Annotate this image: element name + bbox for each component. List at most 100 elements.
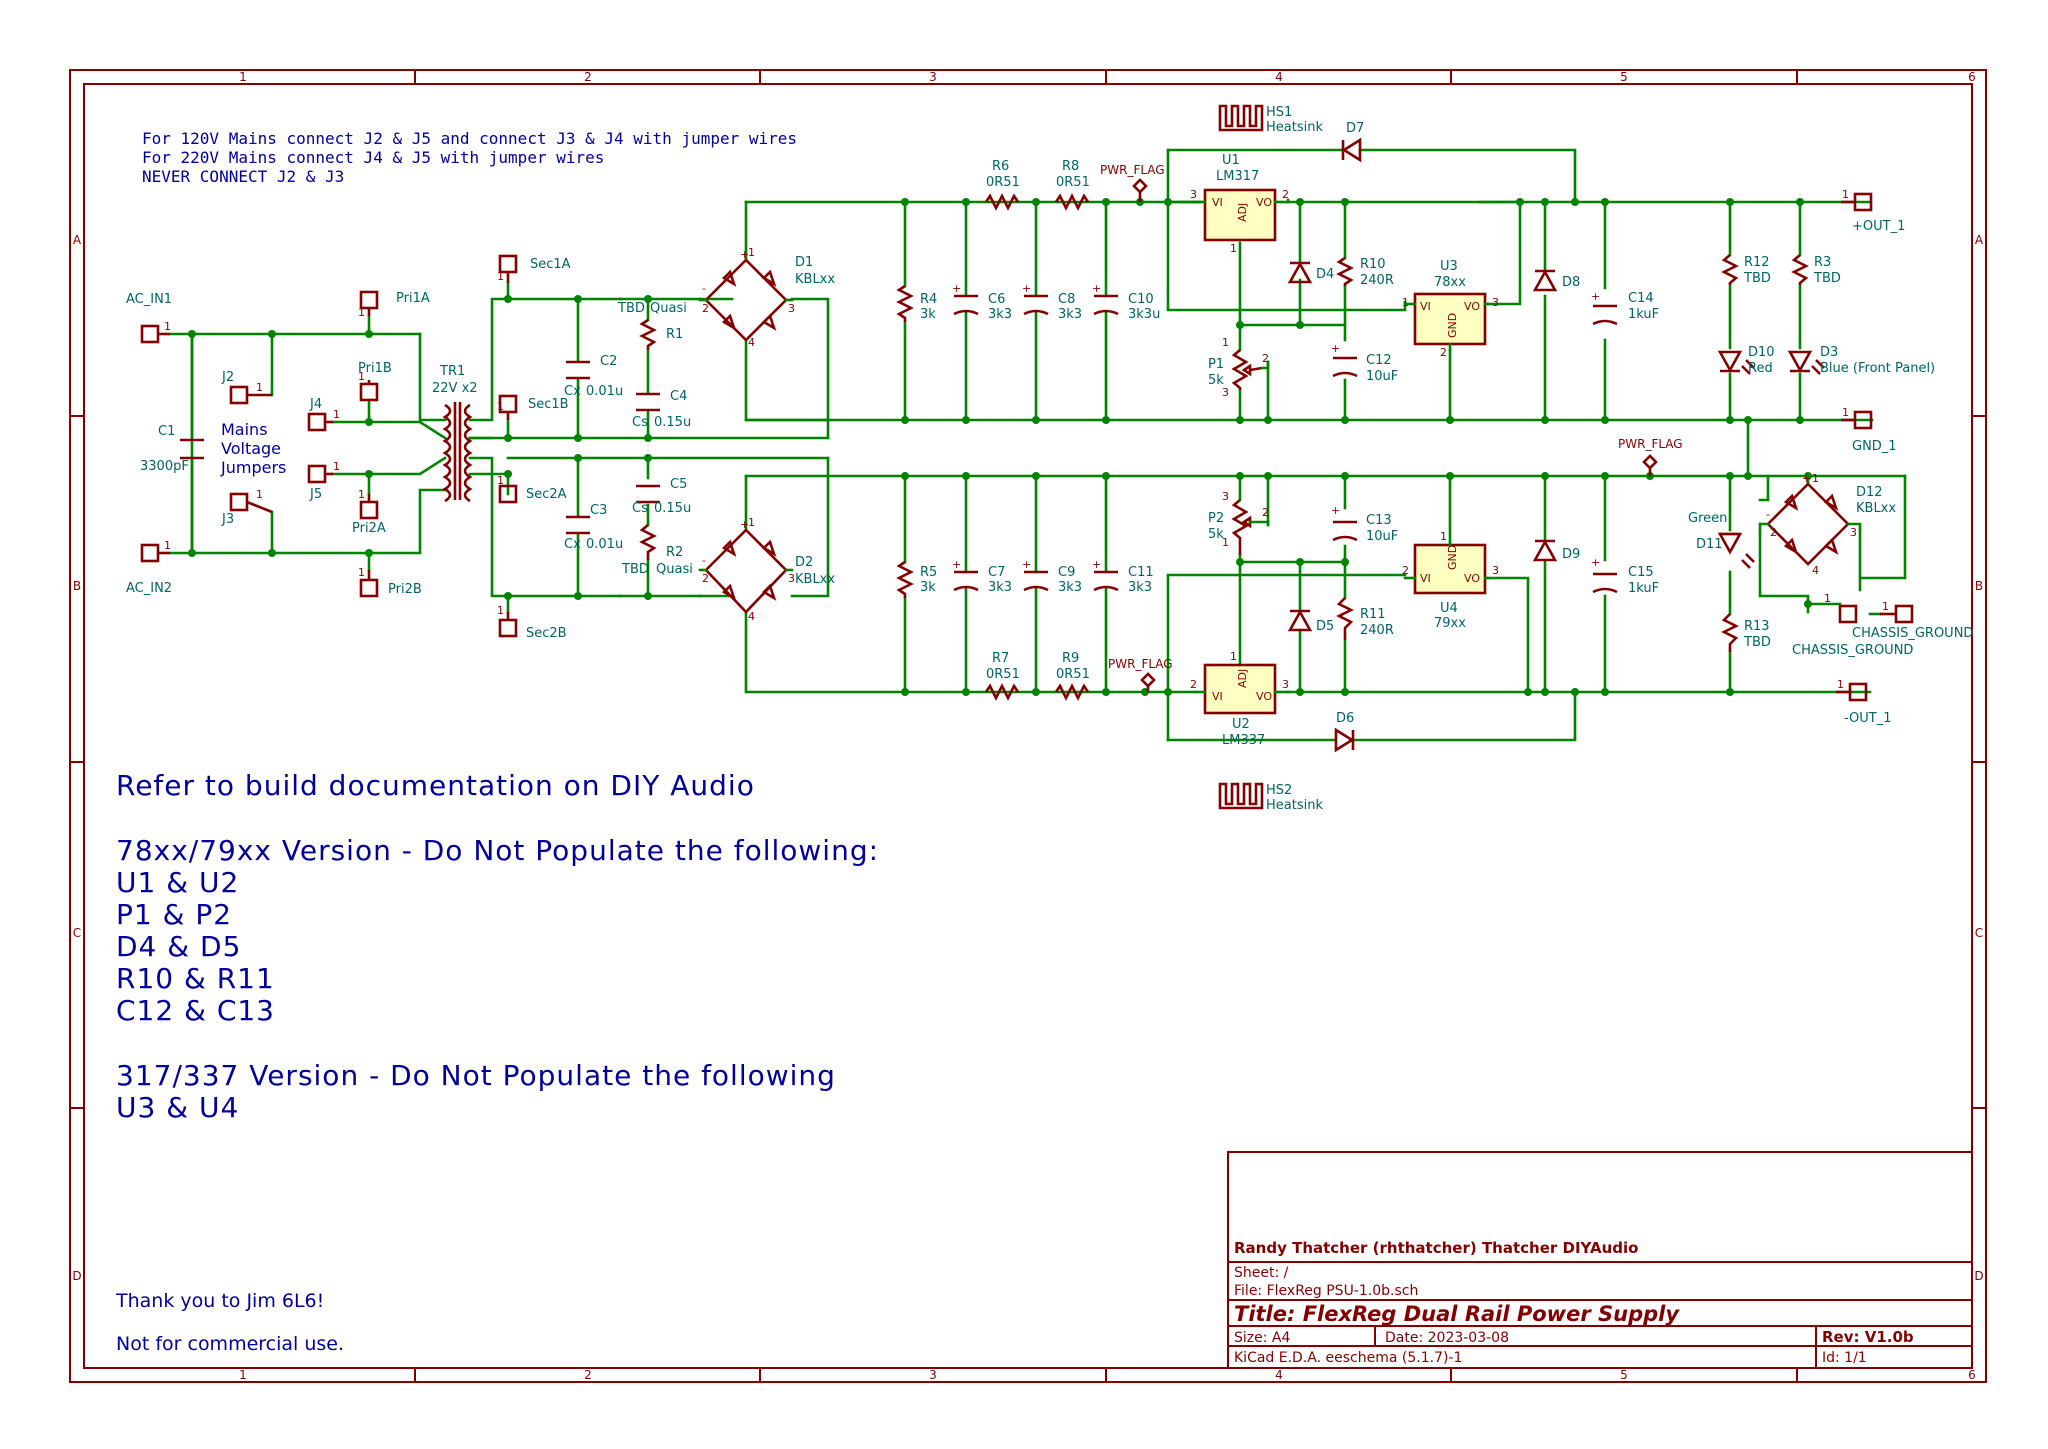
c11-value: 3k3	[1128, 580, 1152, 595]
svg-text:1: 1	[256, 381, 263, 394]
c14-ref: C14	[1628, 291, 1654, 306]
c13-ref: C13	[1366, 513, 1392, 528]
c3-cx: Cx	[564, 537, 581, 552]
j3-label: J3	[221, 512, 234, 527]
zone-row-a-right: A	[1975, 233, 1984, 247]
r8-ref: R8	[1062, 159, 1079, 174]
p1-ref: P1	[1208, 357, 1224, 372]
title-block-file: File: FlexReg PSU-1.0b.sch	[1234, 1283, 1418, 1299]
r13-ref: R13	[1744, 619, 1770, 634]
jumpers-label-1: Mains	[221, 420, 268, 439]
pri1b-label: Pri1B	[358, 361, 392, 376]
c2-ref: C2	[600, 354, 617, 369]
sec1a-label: Sec1A	[530, 257, 571, 272]
chassis-ground-label-1: CHASSIS_GROUND	[1852, 626, 1973, 641]
led-indicators: R12 TBD R3 TBD D10 Red D3 Blue (Front Pa…	[1688, 254, 1935, 652]
c3-value: 0.01u	[586, 537, 623, 552]
heatsink-hs1: HS1 Heatsink	[1218, 104, 1323, 135]
jumpers-label-3: Jumpers	[220, 458, 286, 477]
zone-col-4-bottom: 4	[1275, 1368, 1283, 1382]
c5-value: 0.15u	[654, 501, 691, 516]
svg-text:1: 1	[748, 516, 755, 529]
svg-text:1: 1	[1824, 592, 1831, 605]
title-block-company: Randy Thatcher (rhthatcher) Thatcher DIY…	[1234, 1239, 1638, 1257]
zone-col-1: 1	[239, 70, 247, 84]
r1-tbd: TBD	[617, 301, 645, 316]
svg-text:1: 1	[1842, 188, 1849, 201]
j2-label: J2	[221, 370, 234, 385]
build-note-0: Refer to build documentation on DIY Audi…	[116, 769, 755, 802]
svg-text:1: 1	[256, 488, 263, 501]
p2-value: 5k	[1208, 527, 1224, 542]
u1-value: LM317	[1216, 169, 1259, 184]
title-block-date: Date: 2023-03-08	[1385, 1330, 1509, 1346]
zone-row-d-right: D	[1974, 1269, 1983, 1283]
svg-text:-: -	[1766, 508, 1770, 521]
r2-quasi: Quasi	[656, 562, 693, 577]
p1-value: 5k	[1208, 373, 1224, 388]
snubber-upper: C2 Cx 0.01u R1 TBD Quasi C4 Cs 0.15u	[564, 301, 691, 430]
series-resistors: R6 0R51 R8 0R51 R7 0R51 R9 0R51	[984, 159, 1090, 701]
title-block-title: Title: FlexReg Dual Rail Power Supply	[1234, 1302, 1680, 1326]
sec2b-label: Sec2B	[526, 626, 567, 641]
capacitor-c1: C1 3300pF	[140, 424, 204, 474]
u2-vi: VI	[1212, 690, 1223, 703]
potentiometer-p2: 321 P2 5k	[1208, 490, 1270, 555]
svg-text:3: 3	[1850, 526, 1857, 539]
d1-ref: D1	[795, 255, 813, 270]
c9-ref: C9	[1058, 565, 1075, 580]
svg-text:1: 1	[358, 370, 365, 383]
svg-text:4: 4	[748, 610, 755, 623]
u2-value: LM337	[1222, 733, 1265, 748]
u1-ref: U1	[1222, 153, 1240, 168]
u3-ref: U3	[1440, 259, 1458, 274]
diodes: D7 D6 D4 D5 D8 D9	[1287, 121, 1580, 753]
svg-text:2: 2	[1262, 506, 1269, 519]
r11-value: 240R	[1360, 623, 1394, 638]
svg-text:1: 1	[1882, 600, 1889, 613]
c3-ref: C3	[590, 503, 607, 518]
svg-text:+: +	[1022, 558, 1031, 571]
svg-text:1: 1	[333, 460, 340, 473]
svg-text:1: 1	[1230, 650, 1237, 663]
c7-ref: C7	[988, 565, 1005, 580]
pri1a-label: Pri1A	[396, 291, 430, 306]
output-caps: + C12 10uF + C13 10uF + C14 1kuF + C15 1…	[1331, 290, 1659, 596]
c5-cs: Cs	[632, 501, 648, 516]
svg-text:+: +	[1802, 472, 1811, 485]
r1-ref: R1	[666, 327, 683, 342]
hs2-ref: HS2	[1266, 783, 1292, 798]
build-note-6: R10 & R11	[116, 962, 275, 995]
connectors: 1 AC_IN1 1 AC_IN2 1 J2 1 J3 1 J4 1 J5 1 …	[126, 188, 1973, 726]
svg-text:+: +	[1092, 282, 1101, 295]
thanks-note: Thank you to Jim 6L6!	[115, 1290, 324, 1312]
j4-label: J4	[309, 397, 322, 412]
u4-gnd: GND	[1446, 545, 1459, 570]
u2-ref: U2	[1232, 717, 1250, 732]
d4-ref: D4	[1316, 267, 1334, 282]
svg-text:+: +	[740, 518, 749, 531]
r4-value: 3k	[920, 307, 936, 322]
u2-adj: ADJ	[1236, 669, 1249, 688]
c4-cs: Cs	[632, 415, 648, 430]
svg-text:+: +	[1331, 342, 1340, 355]
d2-value: KBLxx	[795, 572, 835, 587]
svg-text:3: 3	[1492, 296, 1499, 309]
build-note-5: D4 & D5	[116, 930, 241, 963]
zone-row-a: A	[73, 233, 82, 247]
hs1-value: Heatsink	[1266, 120, 1323, 135]
build-note-2: 78xx/79xx Version - Do Not Populate the …	[116, 834, 879, 867]
svg-text:1: 1	[1222, 336, 1229, 349]
svg-text:-: -	[702, 554, 706, 567]
c15-ref: C15	[1628, 565, 1654, 580]
d6-ref: D6	[1336, 711, 1354, 726]
svg-text:1: 1	[1440, 530, 1447, 543]
svg-text:2: 2	[1262, 352, 1269, 365]
d11-value: Green	[1688, 511, 1727, 526]
r10-ref: R10	[1360, 257, 1386, 272]
d5-ref: D5	[1316, 619, 1334, 634]
